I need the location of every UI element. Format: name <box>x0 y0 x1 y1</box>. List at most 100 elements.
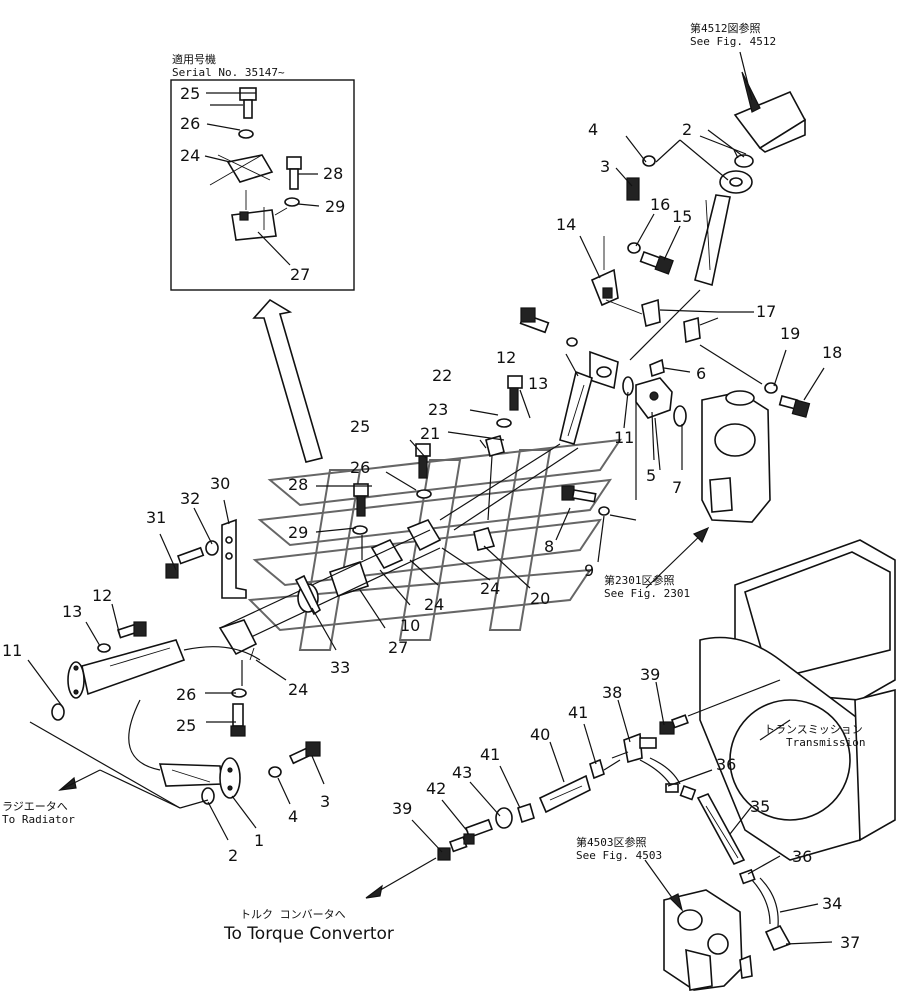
clamp-20-assembly <box>473 435 637 551</box>
part-label-32: 32 <box>180 489 200 508</box>
part-label-41-upper: 41 <box>568 703 588 722</box>
part-label-13-lower: 13 <box>62 602 82 621</box>
serial-inset-box <box>170 79 355 291</box>
part-label-43: 43 <box>452 763 472 782</box>
part-label-23: 23 <box>428 400 448 419</box>
part-label-25-inset: 25 <box>180 84 200 103</box>
part-label-17: 17 <box>756 302 776 321</box>
fig2301-note-jp: 第2301区参照 <box>604 573 675 587</box>
part-number-labels: 25 26 24 28 29 27 4 2 3 16 15 14 17 19 1… <box>2 84 860 952</box>
part-label-4-lower: 4 <box>288 807 298 826</box>
part-label-36-lower: 36 <box>792 847 812 866</box>
part-label-10: 10 <box>400 616 420 635</box>
inset-reference-arrow <box>252 298 324 463</box>
part-label-4-upper: 4 <box>588 120 598 139</box>
part-label-24-lower: 24 <box>288 680 308 699</box>
part-label-6: 6 <box>696 364 706 383</box>
part-label-29-center: 29 <box>288 523 308 542</box>
part-label-39-upper: 39 <box>640 665 660 684</box>
radiator-note-jp: ラジエータへ <box>2 800 68 813</box>
transmission-hose <box>611 679 781 793</box>
part-label-7: 7 <box>672 478 682 497</box>
part-label-34: 34 <box>822 894 842 913</box>
part-label-9: 9 <box>584 561 594 580</box>
part-label-12-upper: 12 <box>496 348 516 367</box>
part-label-20: 20 <box>530 589 550 608</box>
lower-hose-radiator <box>29 621 261 809</box>
part-label-35: 35 <box>750 797 770 816</box>
part-label-13-upper: 13 <box>528 374 548 393</box>
part-label-11-upper: 11 <box>614 428 634 447</box>
part-label-26-lower: 26 <box>176 685 196 704</box>
part-label-19: 19 <box>780 324 800 343</box>
watermark-logo <box>247 438 623 651</box>
part-label-15: 15 <box>672 207 692 226</box>
torque-convertor-line <box>365 758 621 899</box>
pump-body <box>701 390 771 523</box>
inset-note-en: Serial No. 35147~ <box>172 66 285 79</box>
part-label-39-lower: 39 <box>392 799 412 818</box>
fig4503-note-jp: 第4503区参照 <box>576 835 647 849</box>
part-label-41-lower: 41 <box>480 745 500 764</box>
part-label-27-inset: 27 <box>290 265 310 284</box>
part-label-18: 18 <box>822 343 842 362</box>
part-label-36-upper: 36 <box>716 755 736 774</box>
bolt-18-assembly <box>699 344 811 418</box>
inset-note-jp: 適用号機 <box>172 52 216 66</box>
part-label-40: 40 <box>530 725 550 744</box>
part-label-11-lower: 11 <box>2 641 22 660</box>
transmission-note-en: Transmission <box>786 736 865 749</box>
part-label-26-center: 26 <box>350 458 370 477</box>
fig4512-note-en: See Fig. 4512 <box>690 35 776 48</box>
clamp-assembly-center <box>328 443 442 629</box>
lower-clamp-bolts <box>230 660 247 737</box>
radiator-note-en: To Radiator <box>2 813 75 826</box>
valve-block <box>663 889 753 991</box>
part-label-31: 31 <box>146 508 166 527</box>
part-label-27-center: 27 <box>388 638 408 657</box>
main-pipe <box>218 529 441 661</box>
lower-hose-flange <box>128 699 321 809</box>
bracket-14-assembly <box>590 236 674 315</box>
part-label-33: 33 <box>330 658 350 677</box>
transmission-housing <box>699 539 896 861</box>
part-label-8: 8 <box>544 537 554 556</box>
torque-note-jp: トルク コンバータへ <box>240 908 346 921</box>
part-label-30: 30 <box>210 474 230 493</box>
part-label-42: 42 <box>426 779 446 798</box>
part-label-2-upper: 2 <box>682 120 692 139</box>
upper-bracket <box>707 51 807 168</box>
transmission-note-jp: トランスミッション <box>764 723 863 736</box>
part-label-3-lower: 3 <box>320 792 330 811</box>
part-label-24-center-a: 24 <box>424 595 444 614</box>
part-label-22: 22 <box>432 366 452 385</box>
part-label-5: 5 <box>646 466 656 485</box>
torque-note-en: To Torque Convertor <box>223 924 394 944</box>
part-label-37: 37 <box>840 933 860 952</box>
bracket-30-assembly <box>165 518 247 599</box>
adaptor-block <box>622 358 687 500</box>
leader-lines <box>27 104 833 945</box>
upper-hose <box>626 139 753 361</box>
part-label-25-center: 25 <box>350 417 370 436</box>
hose-35 <box>679 784 792 952</box>
part-label-21: 21 <box>420 424 440 443</box>
part-label-26-inset: 26 <box>180 114 200 133</box>
part-label-38: 38 <box>602 683 622 702</box>
part-label-25-lower: 25 <box>176 716 196 735</box>
part-label-28-inset: 28 <box>323 164 343 183</box>
part-label-24-center-b: 24 <box>480 579 500 598</box>
part-label-16: 16 <box>650 195 670 214</box>
fig4503-note-en: See Fig. 4503 <box>576 849 662 862</box>
clips-17 <box>641 298 754 344</box>
part-label-14: 14 <box>556 215 576 234</box>
part-label-29-inset: 29 <box>325 197 345 216</box>
part-label-2-lower: 2 <box>228 846 238 865</box>
part-label-28-center: 28 <box>288 475 308 494</box>
part-label-3-upper: 3 <box>600 157 610 176</box>
fig4512-note-jp: 第4512図参照 <box>690 21 761 35</box>
part-label-24-inset: 24 <box>180 146 200 165</box>
middle-hose <box>439 307 619 531</box>
part-label-12-lower: 12 <box>92 586 112 605</box>
